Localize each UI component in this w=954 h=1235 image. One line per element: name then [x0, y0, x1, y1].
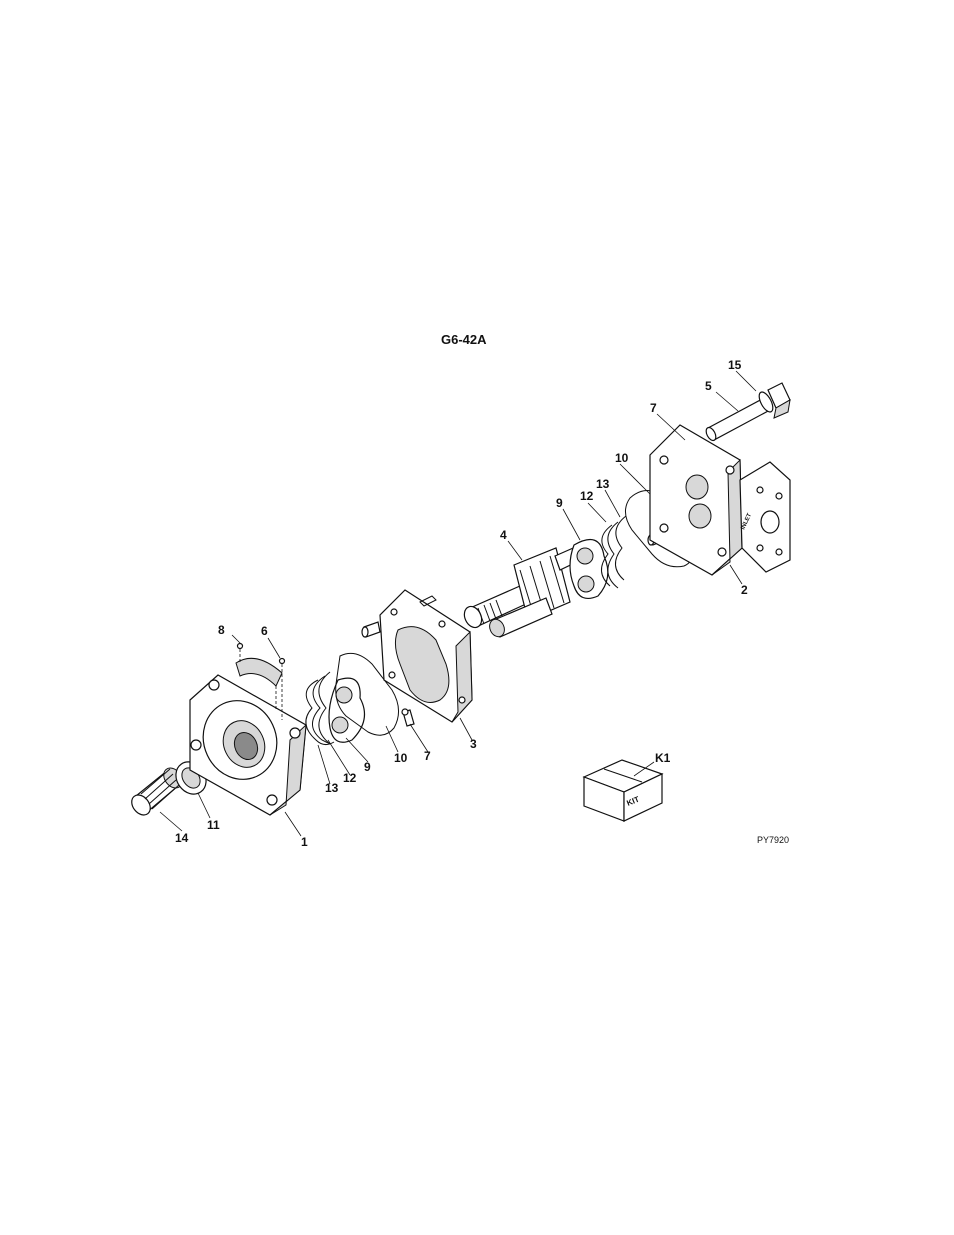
callout-4: 4 — [500, 528, 507, 542]
seal-part-12-left — [312, 671, 331, 745]
callout-12-right: 12 — [580, 489, 594, 503]
callout-6: 6 — [261, 624, 268, 638]
callout-2: 2 — [741, 583, 748, 597]
needle-bearing-part-14 — [131, 767, 183, 816]
seal-part-12-right — [601, 521, 619, 589]
callout-13-right: 13 — [596, 477, 610, 491]
callout-k1: K1 — [655, 751, 671, 765]
callout-3: 3 — [470, 737, 477, 751]
washer-part-15 — [758, 382, 791, 419]
rear-cover-part-2: INLET — [649, 424, 791, 576]
wear-plate-part-9-right — [569, 538, 609, 599]
dowel-pin-part-7-left — [361, 621, 415, 727]
callout-15: 15 — [728, 358, 742, 372]
gear-housing-part-3 — [379, 589, 473, 723]
bolt-part-5 — [705, 397, 771, 442]
kit-box-k1: KIT — [582, 759, 664, 822]
leader-lines — [159, 370, 757, 837]
backup-seal-part-13-left — [305, 679, 335, 746]
drawing-code: PY7920 — [757, 835, 789, 845]
callout-labels: 15 5 7 10 13 12 9 4 2 8 6 13 12 9 10 7 3… — [175, 358, 748, 849]
front-housing-part-1 — [189, 674, 307, 816]
callout-9-left: 9 — [364, 760, 371, 774]
callout-7-left: 7 — [424, 749, 431, 763]
callout-12-left: 12 — [343, 771, 357, 785]
callout-8: 8 — [218, 623, 225, 637]
wear-plate-part-9-left — [328, 677, 366, 743]
callout-13-left: 13 — [325, 781, 339, 795]
backup-seal-part-13-right — [615, 515, 627, 581]
callout-5: 5 — [705, 379, 712, 393]
callout-14: 14 — [175, 831, 189, 845]
callout-9-right: 9 — [556, 496, 563, 510]
callout-10-right: 10 — [615, 451, 629, 465]
callout-10-left: 10 — [394, 751, 408, 765]
drive-gear-part-4 — [463, 544, 586, 638]
diagram-title: G6-42A — [441, 332, 487, 347]
callout-11: 11 — [207, 818, 220, 832]
callout-7-right: 7 — [650, 401, 657, 415]
pin-part-6 — [275, 657, 286, 720]
callout-1: 1 — [301, 835, 308, 849]
o-ring-part-10-left — [335, 652, 399, 736]
